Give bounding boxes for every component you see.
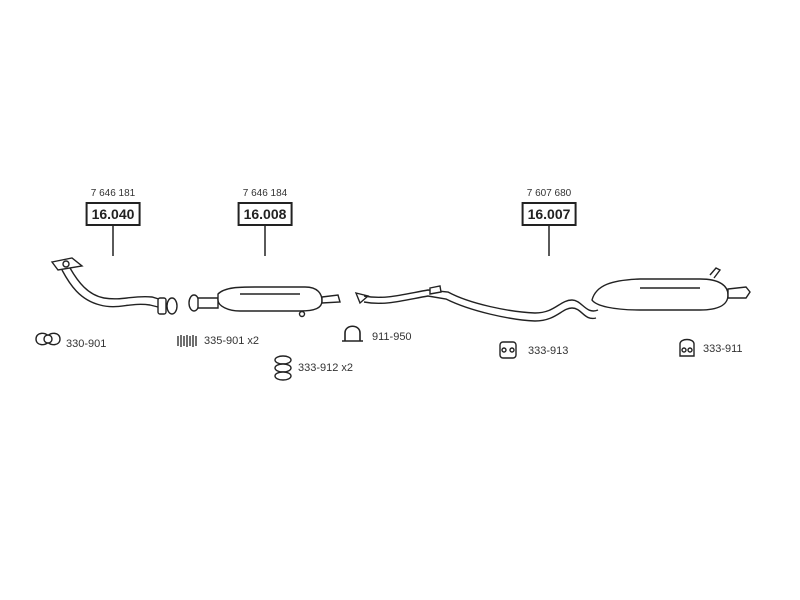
front-pipe-icon[interactable] xyxy=(50,257,178,315)
accessory-label-911-950: 911-950 xyxy=(372,331,412,343)
rear-silencer-icon[interactable] xyxy=(354,267,751,322)
accessory-label-333-911: 333-911 xyxy=(703,343,743,355)
oe-number-rear-silencer: 7 607 680 xyxy=(526,188,572,199)
rubber-bush-icon[interactable] xyxy=(274,355,292,381)
part-number-front-pipe[interactable]: 16.040 xyxy=(85,202,141,226)
rubber-hanger-icon[interactable] xyxy=(679,338,695,357)
accessory-label-333-912: 333-912 x2 xyxy=(298,362,354,374)
clamp-icon[interactable] xyxy=(342,325,363,342)
part-number-rear-silencer[interactable]: 16.007 xyxy=(521,202,577,226)
middle-silencer-icon[interactable] xyxy=(188,286,341,318)
accessory-label-333-913: 333-913 xyxy=(528,345,569,357)
part-number-middle-silencer[interactable]: 16.008 xyxy=(237,202,293,226)
accessory-label-335-901: 335-901 x2 xyxy=(204,335,260,347)
rubber-mount-icon[interactable] xyxy=(499,341,517,359)
spring-icon[interactable] xyxy=(177,335,197,347)
oe-number-front-pipe: 7 646 181 xyxy=(90,188,136,199)
oe-number-middle-silencer: 7 646 184 xyxy=(242,188,288,199)
accessory-label-330-901: 330-901 xyxy=(66,338,107,350)
gasket-icon[interactable] xyxy=(35,332,61,346)
